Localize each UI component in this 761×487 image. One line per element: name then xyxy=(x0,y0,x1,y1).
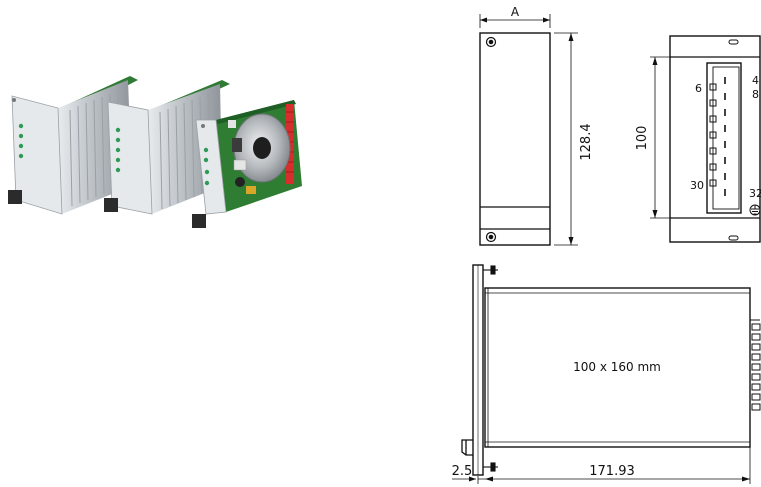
height-label-128: 128.4 xyxy=(579,123,594,160)
ground-icon xyxy=(749,204,761,216)
connector-pins xyxy=(709,83,717,187)
connector-view xyxy=(650,35,761,243)
screw-top-side xyxy=(483,265,498,275)
pin-label-32: 32 xyxy=(749,187,761,200)
screw-bottom xyxy=(485,231,497,243)
handle xyxy=(461,439,473,456)
pin-label-4: 4 xyxy=(752,74,759,87)
side-view xyxy=(452,264,761,484)
width-label-a: A xyxy=(511,5,520,19)
front-panel-view xyxy=(479,14,578,246)
screw-bottom-side xyxy=(483,462,498,472)
pin-label-6: 6 xyxy=(695,82,702,95)
power-module-unit-3 xyxy=(192,100,302,228)
board-size-label: 100 x 160 mm xyxy=(573,360,661,374)
length-label: 171.93 xyxy=(589,464,635,479)
pin-label-8: 8 xyxy=(752,88,759,101)
screw-top xyxy=(485,36,497,48)
pin-label-30: 30 xyxy=(690,179,704,192)
edge-connector xyxy=(750,319,761,411)
height-label-100: 100 xyxy=(635,126,650,151)
product-photo xyxy=(8,76,302,228)
offset-label: 2.5 xyxy=(452,464,473,479)
